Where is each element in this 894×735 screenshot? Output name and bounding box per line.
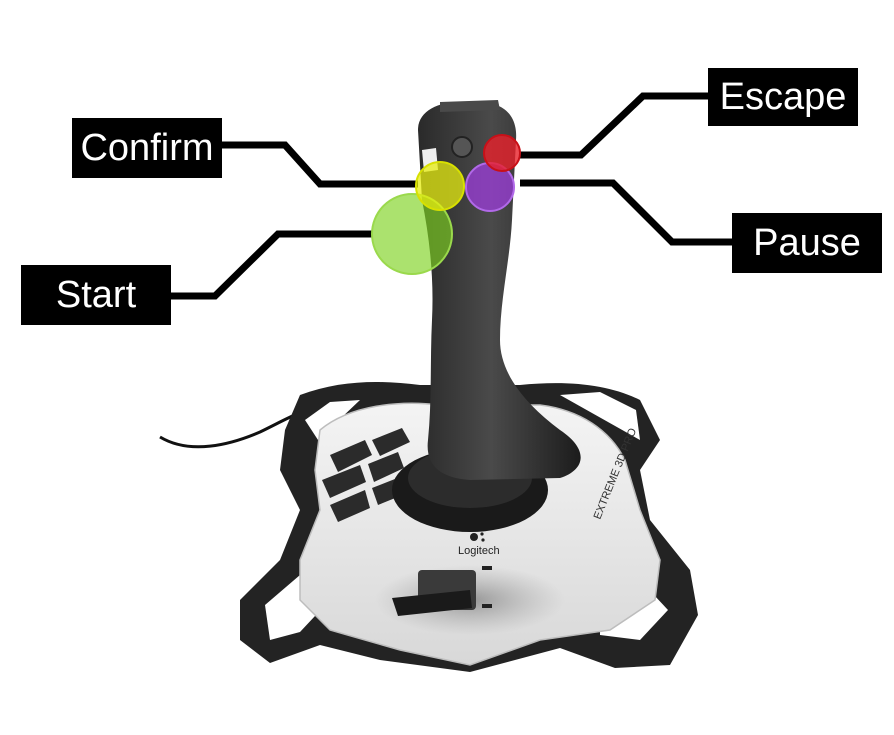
pause-label: Pause	[732, 213, 882, 273]
escape-label: Escape	[708, 68, 858, 126]
base-buttons	[322, 428, 410, 522]
base-hole-top-left	[305, 400, 360, 440]
confirm-marker	[415, 161, 465, 211]
escape-leader-line	[520, 92, 708, 159]
pause-leader-line	[520, 179, 732, 246]
logitech-logo: Logitech	[458, 532, 500, 557]
logo-text: Logitech	[458, 545, 500, 557]
confirm-leader-line	[222, 141, 418, 188]
confirm-label: Confirm	[72, 118, 222, 178]
escape-marker	[483, 134, 521, 172]
start-label: Start	[21, 265, 171, 325]
throttle-lever	[392, 590, 472, 616]
stick-top	[440, 100, 500, 112]
base-hole-top-right	[560, 392, 640, 440]
hat-switch	[451, 136, 473, 158]
start-marker	[371, 193, 453, 275]
start-leader-line	[171, 230, 372, 300]
